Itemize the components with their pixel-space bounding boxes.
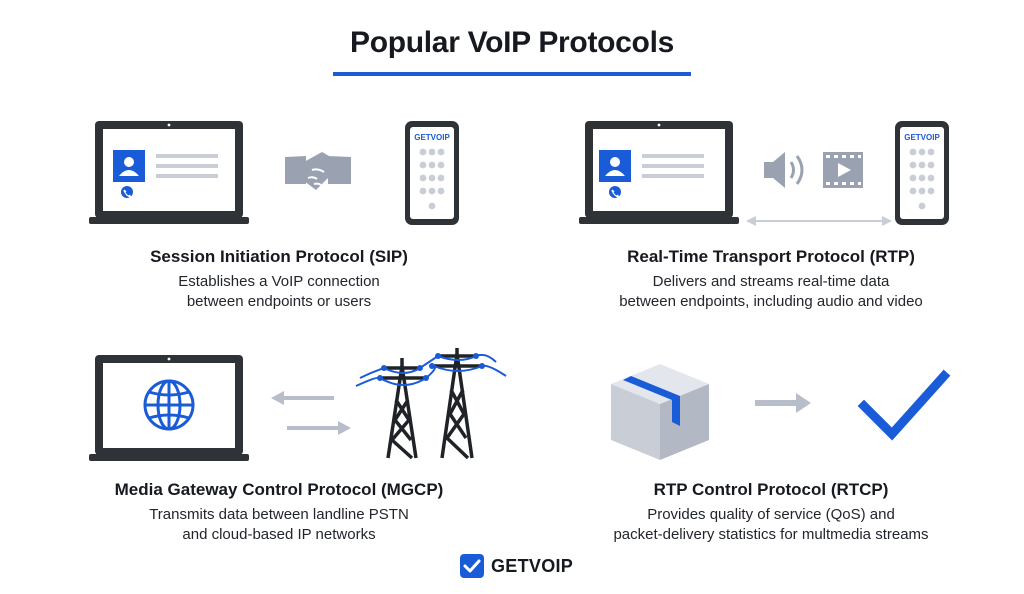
- brand-name: GETVOIP: [491, 555, 574, 576]
- laptop-contact-icon: [579, 121, 739, 224]
- double-arrow-icon: [746, 216, 892, 226]
- protocol-heading: Media Gateway Control Protocol (MGCP): [114, 480, 444, 499]
- description-line: Provides quality of service (QoS) and: [647, 506, 895, 523]
- protocol-heading: RTP Control Protocol (RTCP): [653, 480, 889, 499]
- protocol-description: Provides quality of service (QoS) and pa…: [551, 505, 991, 545]
- protocol-heading: Real-Time Transport Protocol (RTP): [627, 247, 915, 266]
- description-line: between endpoints or users: [186, 293, 372, 310]
- footer-brand: GETVOIP: [460, 554, 573, 578]
- protocol-description: Establishes a VoIP connection between en…: [59, 272, 499, 312]
- laptop-globe-icon: [89, 355, 249, 461]
- package-box-icon: [611, 364, 709, 460]
- checkmark-icon: [857, 369, 951, 441]
- description-line: Delivers and streams real-time data: [652, 273, 890, 290]
- video-film-icon: [823, 152, 863, 188]
- speaker-icon: [764, 152, 804, 188]
- arrow-left-icon: [271, 391, 334, 405]
- description-line: packet-delivery statistics for multmedia…: [613, 526, 929, 543]
- protocol-heading: Session Initiation Protocol (SIP): [150, 247, 408, 266]
- page-title: Popular VoIP Protocols: [349, 26, 674, 59]
- phone-icon: GETVOIP: [405, 121, 459, 225]
- protocol-description: Transmits data between landline PSTN and…: [59, 505, 499, 545]
- phone-brand-label: GETVOIP: [414, 133, 450, 142]
- description-line: between endpoints, including audio and v…: [619, 293, 923, 310]
- phone-brand-label: GETVOIP: [904, 133, 940, 142]
- power-tower-icon: [355, 348, 507, 460]
- handshake-icon: [285, 152, 351, 190]
- laptop-contact-icon: [89, 121, 249, 224]
- description-line: Establishes a VoIP connection: [178, 273, 380, 290]
- arrow-right-icon: [755, 393, 811, 413]
- brand-logo-icon: [460, 554, 484, 578]
- protocol-description: Delivers and streams real-time data betw…: [551, 272, 991, 312]
- description-line: Transmits data between landline PSTN: [149, 506, 409, 523]
- phone-icon: GETVOIP: [895, 121, 949, 225]
- description-line: and cloud-based IP networks: [182, 526, 376, 543]
- title-underline: [333, 72, 691, 76]
- arrow-right-icon: [287, 421, 351, 435]
